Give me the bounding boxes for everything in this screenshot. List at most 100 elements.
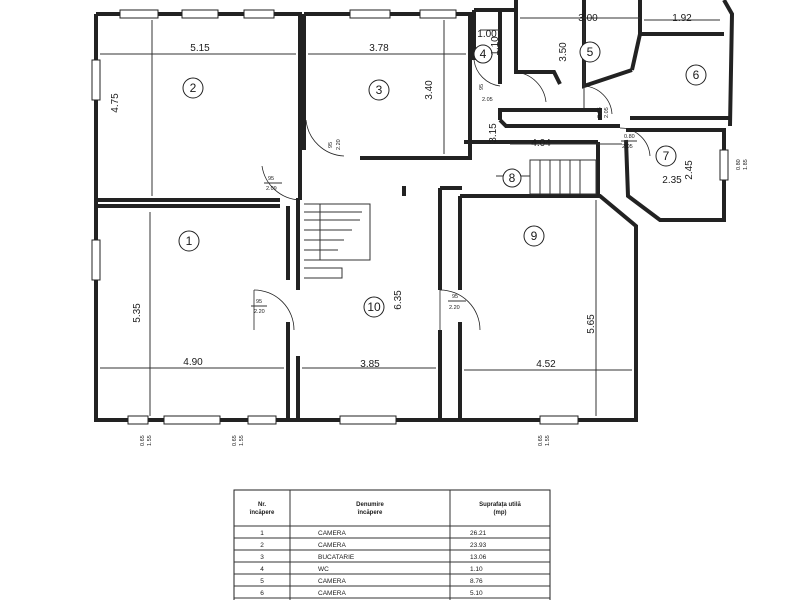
door-tag: 95 2.20 [448,294,466,311]
svg-text:10: 10 [367,300,381,314]
room-2-marker: 2 [182,77,204,99]
table-row: 6 CAMERA 5.10 [260,590,483,597]
svg-text:3: 3 [260,554,264,561]
svg-text:2.05: 2.05 [604,107,610,118]
header-area: Suprafața utilă [479,502,521,508]
room-9-marker: 9 [523,225,545,247]
svg-text:2.20: 2.20 [336,139,342,150]
room-7-height: 2.45 [684,160,695,180]
header-nr-sub: încăpere [249,510,275,516]
svg-text:95: 95 [256,299,262,305]
svg-text:0.65: 0.65 [538,435,544,446]
svg-text:3: 3 [376,83,383,97]
room-3-marker: 3 [368,79,390,101]
window-tag: 0.65 1.55 [140,435,153,446]
svg-text:13.06: 13.06 [470,554,487,561]
room-1-marker: 1 [178,230,200,252]
table-row: 4 WC 1.10 [260,566,483,573]
svg-text:CAMERA: CAMERA [318,542,346,549]
room-3-width: 3.78 [369,43,389,54]
svg-text:1: 1 [186,234,193,248]
door-tag: 95 2.20 [251,299,267,315]
svg-text:4: 4 [480,47,487,61]
svg-text:1: 1 [260,530,264,537]
svg-text:95: 95 [328,142,334,148]
door-tags: 95 2.20 95 2.20 95 2.09 95 2.20 95 2.05 … [251,84,637,315]
svg-text:8: 8 [509,171,516,185]
room-5-width: 3.00 [578,13,598,24]
room-4-marker: 4 [473,44,493,64]
room-8-width: 4.04 [531,138,551,149]
room-10-marker: 10 [363,296,385,318]
svg-text:9: 9 [531,229,538,243]
room-7-width: 2.35 [662,175,682,186]
svg-text:1.55: 1.55 [545,435,551,446]
room-4-height: 1.10 [490,36,501,56]
svg-text:5: 5 [260,578,264,585]
room-10-width: 3.85 [360,359,380,370]
room-3-height: 3.40 [424,80,435,100]
svg-text:CAMERA: CAMERA [318,530,346,537]
header-area-sub: (mp) [494,510,507,516]
room-9-height: 5.65 [586,314,597,334]
svg-text:4: 4 [260,566,264,573]
svg-text:6: 6 [693,68,700,82]
svg-text:2: 2 [260,542,264,549]
svg-text:5: 5 [587,45,594,59]
room-4-width: 1.00 [477,29,497,40]
window-tag: 0.65 1.55 [538,435,551,446]
header-nr: Nr. [258,502,266,508]
room-8-marker: 8 [502,168,522,188]
room-1-height: 5.35 [132,303,143,323]
table-header: Nr. încăpere Denumire încăpere Suprafața… [249,502,522,516]
svg-text:8.76: 8.76 [470,578,483,585]
header-name: Denumire [356,502,384,508]
room-6-marker: 6 [685,64,707,86]
table-row: 1 CAMERA 26.21 [260,530,486,537]
room-5-marker: 5 [579,41,601,63]
svg-text:95: 95 [268,176,274,182]
windows [91,9,729,425]
door-tag: 95 2.09 [264,176,282,192]
svg-text:5.10: 5.10 [470,590,483,597]
window-tags: 0.65 1.55 0.65 1.55 0.65 1.55 0.80 1.85 [140,159,749,446]
room-2-width: 5.15 [190,43,210,54]
svg-text:23.93: 23.93 [470,542,487,549]
svg-text:0.65: 0.65 [232,435,238,446]
svg-text:BUCATARIE: BUCATARIE [318,554,355,561]
door-tag: 95 2.20 [328,139,342,150]
svg-text:2: 2 [190,81,197,95]
table-row: 2 CAMERA 23.93 [260,542,486,549]
door-tag: 0.80 2.05 [621,134,637,150]
room-8-height: 3.15 [488,123,499,143]
svg-text:1.55: 1.55 [147,435,153,446]
table-row: 3 BUCATARIE 13.06 [260,554,486,561]
svg-text:2.05: 2.05 [622,144,633,150]
svg-text:2.05: 2.05 [482,97,493,103]
svg-text:2.20: 2.20 [254,309,265,315]
door-tag: 95 2.05 [479,84,493,103]
svg-text:1.55: 1.55 [239,435,245,446]
svg-text:2.09: 2.09 [266,186,277,192]
door-tag: 0.75 2.05 [597,107,610,118]
window-tag: 0.65 1.55 [232,435,245,446]
svg-text:WC: WC [318,566,329,573]
walls [94,0,735,422]
doors [253,59,651,331]
table-row: 5 CAMERA 8.76 [260,578,483,585]
svg-text:1.85: 1.85 [743,159,749,170]
room-9-width: 4.52 [536,359,556,370]
svg-text:7: 7 [663,149,670,163]
svg-text:1.10: 1.10 [470,566,483,573]
dimension-lines [100,17,720,416]
room-7-marker: 7 [655,145,677,167]
svg-text:CAMERA: CAMERA [318,590,346,597]
svg-text:0.80: 0.80 [624,134,635,140]
window-tag: 0.80 1.85 [736,159,749,170]
room-2-height: 4.75 [110,93,121,113]
svg-text:95: 95 [479,84,485,90]
room-1-width: 4.90 [183,357,203,368]
room-5-height: 3.50 [558,42,569,62]
svg-text:26.21: 26.21 [470,530,487,537]
